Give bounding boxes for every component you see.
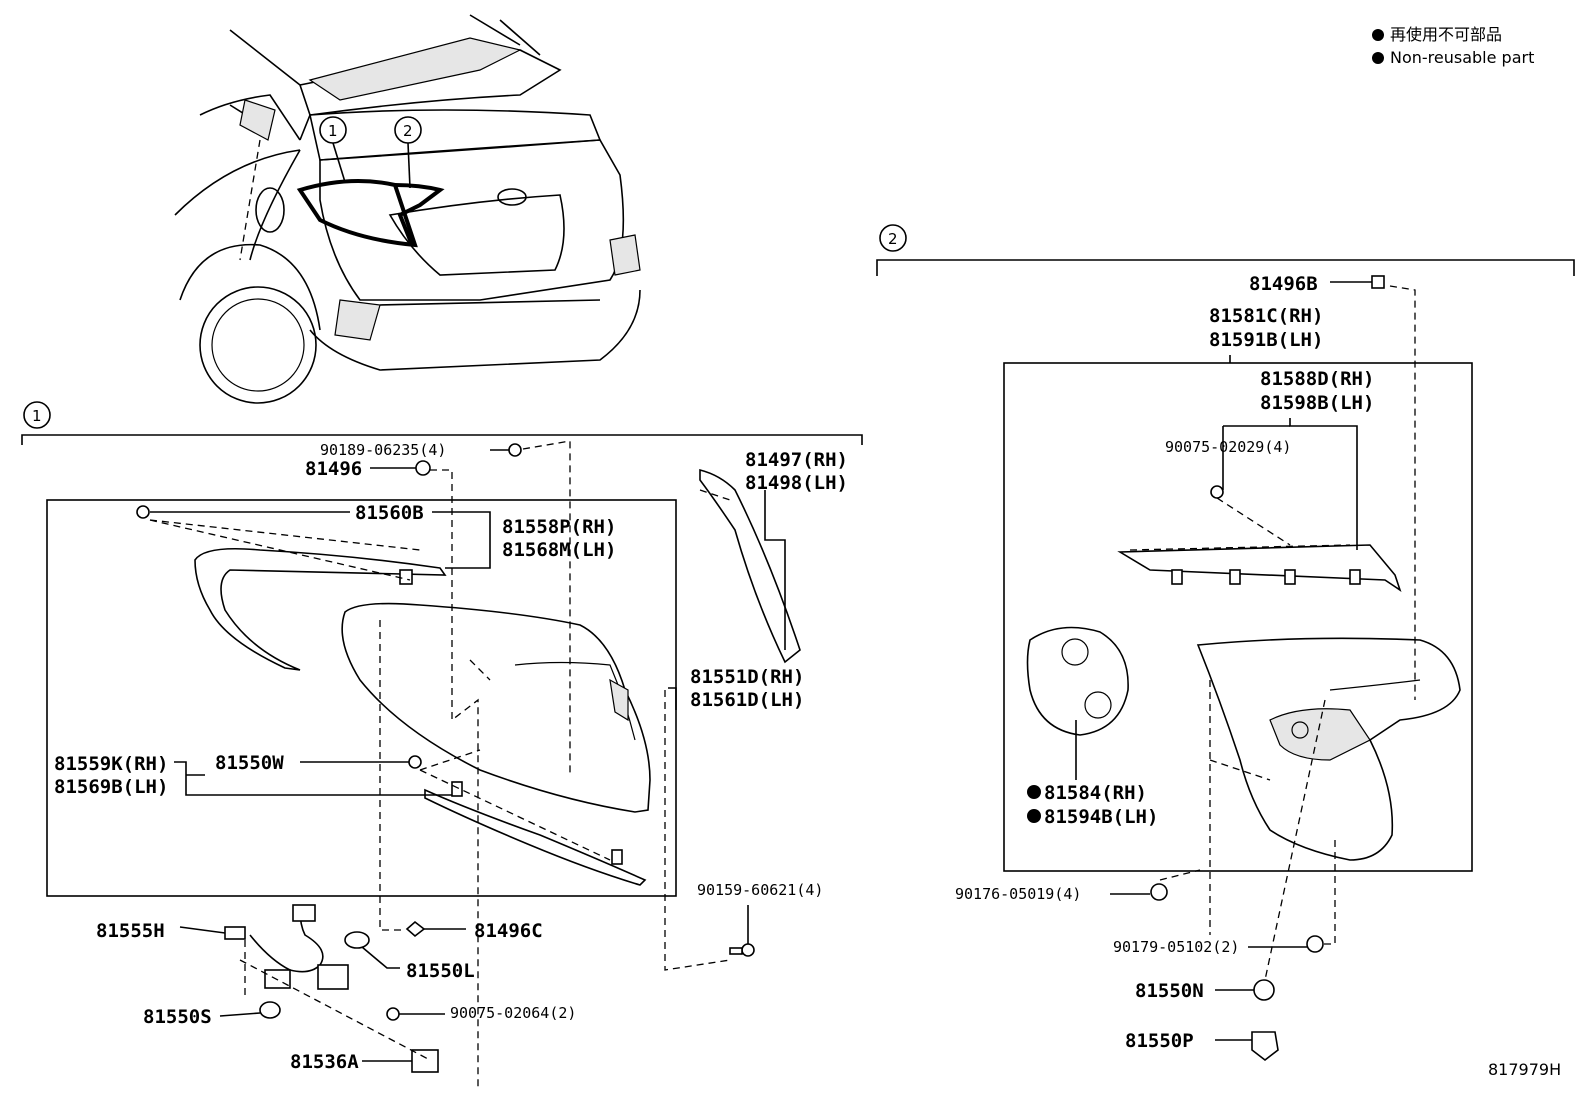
bulb-icon (344, 931, 370, 949)
group-1-labels: 90189-06235(4) 81496 81497(RH) 81498(LH)… (54, 441, 848, 1073)
legend-en: Non-reusable part (1390, 48, 1534, 67)
label-81598B: 81598B(LH) (1260, 392, 1374, 414)
clip-icon (415, 460, 431, 476)
group-2-labels: 81496B 81581C(RH) 81591B(LH) 81588D(RH) … (955, 273, 1374, 1052)
non-reusable-bullet-icon (1027, 785, 1041, 799)
non-reusable-bullet-icon (1372, 52, 1384, 64)
screw-icon (136, 505, 150, 519)
screw-icon (1210, 485, 1224, 499)
label-81551D: 81551D(RH) (690, 666, 804, 688)
label-90075-02029: 90075-02029(4) (1165, 438, 1291, 456)
label-81550P: 81550P (1125, 1030, 1194, 1052)
label-81584: 81584(RH) (1044, 782, 1147, 804)
legend: 再使用不可部品 Non-reusable part (1372, 25, 1534, 67)
figure-id: 817979H (1488, 1060, 1561, 1079)
socket-icon (411, 1049, 439, 1073)
group-1-leaders (149, 440, 786, 1090)
screw-icon (741, 943, 755, 957)
label-90179-05102: 90179-05102(2) (1113, 938, 1239, 956)
socket-icon (1251, 1031, 1279, 1062)
label-81560B: 81560B (355, 502, 424, 524)
svg-text:1: 1 (328, 122, 338, 140)
label-90176-05019: 90176-05019(4) (955, 885, 1081, 903)
label-81559K: 81559K(RH) (54, 753, 168, 775)
label-81496C: 81496C (474, 920, 543, 942)
vehicle-rear-illustration (174, 14, 641, 404)
lamp-gasket (1026, 626, 1129, 736)
group-1-header: 1 (21, 401, 863, 445)
label-81569B: 81569B(LH) (54, 776, 168, 798)
label-81591B: 81591B(LH) (1209, 329, 1323, 351)
label-81496B: 81496B (1249, 273, 1318, 295)
label-81550L: 81550L (406, 960, 475, 982)
screw-icon (408, 755, 422, 769)
label-90159-60621: 90159-60621(4) (697, 881, 823, 899)
screw-icon (508, 443, 522, 457)
label-81497: 81497(RH) (745, 449, 848, 471)
label-81555H: 81555H (96, 920, 165, 942)
svg-text:2: 2 (888, 230, 898, 248)
label-81498: 81498(LH) (745, 472, 848, 494)
callout-2: 2 (394, 116, 422, 144)
group-2-assembly-box (1003, 362, 1473, 872)
legend-jp: 再使用不可部品 (1390, 25, 1502, 44)
label-81588D: 81588D(RH) (1260, 368, 1374, 390)
group-2-header: 2 (876, 224, 1575, 276)
label-81496: 81496 (305, 458, 362, 480)
group-1-parts (136, 443, 801, 1073)
group-2-leaders (1075, 281, 1416, 1041)
label-81568M: 81568M(LH) (502, 539, 616, 561)
upper-garnish (194, 547, 447, 671)
label-81550N: 81550N (1135, 980, 1204, 1002)
label-81550W: 81550W (215, 752, 284, 774)
non-reusable-bullet-icon (1027, 809, 1041, 823)
screw-icon (386, 1007, 400, 1021)
label-81581C: 81581C(RH) (1209, 305, 1323, 327)
svg-text:1: 1 (32, 407, 42, 425)
bulb-icon (224, 926, 246, 940)
label-90075-02064: 90075-02064(2) (450, 1004, 576, 1022)
label-90189-06235: 90189-06235(4) (320, 441, 446, 459)
nut-icon (1306, 935, 1324, 953)
label-81561D: 81561D(LH) (690, 689, 804, 711)
label-81558P: 81558P(RH) (502, 516, 616, 538)
bulb-icon (1253, 979, 1275, 1001)
bulb-icon (259, 1001, 281, 1019)
lower-garnish (424, 788, 647, 886)
nut-icon (1150, 883, 1168, 901)
rear-combination-lamp (341, 602, 651, 813)
group-2-parts (1026, 275, 1461, 1062)
svg-text:2: 2 (403, 122, 413, 140)
label-81536A: 81536A (290, 1051, 359, 1073)
label-81550S: 81550S (143, 1006, 212, 1028)
lamp-bracket (1117, 544, 1402, 592)
clip-icon (1371, 275, 1385, 289)
label-81594B: 81594B(LH) (1044, 806, 1158, 828)
side-garnish (699, 468, 801, 664)
callout-1: 1 (319, 116, 347, 144)
non-reusable-bullet-icon (1372, 29, 1384, 41)
